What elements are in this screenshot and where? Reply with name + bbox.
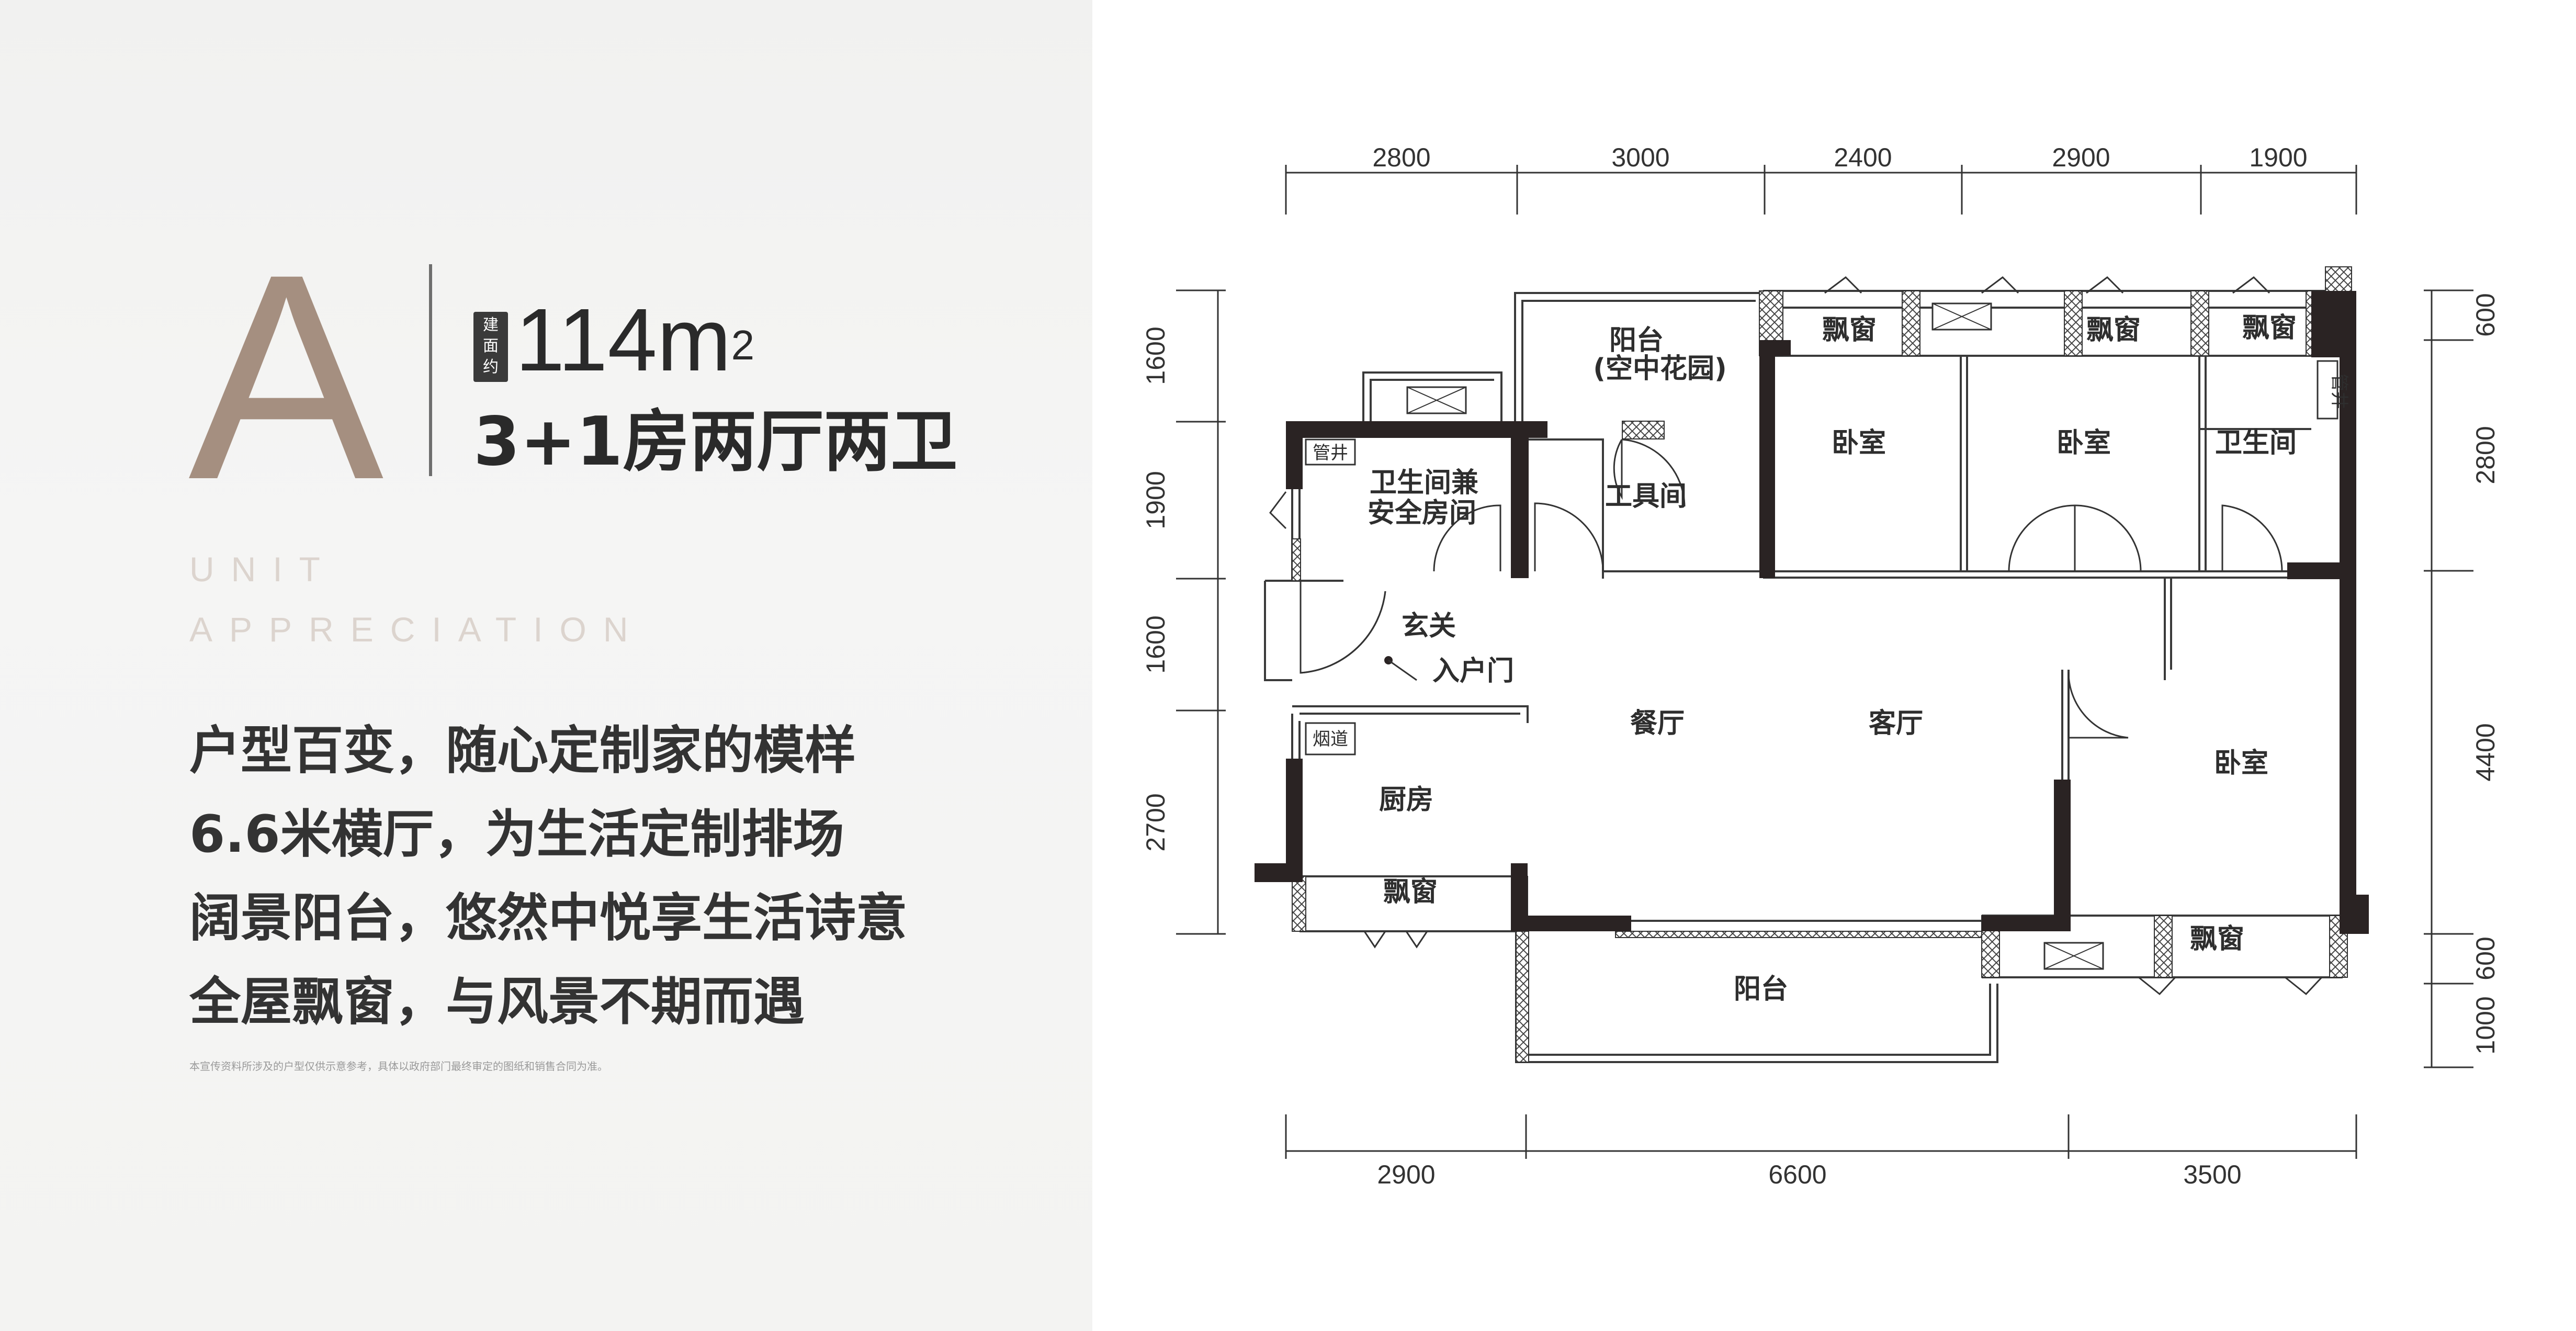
room-dining: 餐厅	[1630, 708, 1685, 739]
ac-units	[1406, 302, 2104, 970]
dim-right: 4400	[2471, 723, 2500, 781]
room-bay-window: 飘窗	[1383, 876, 1438, 908]
area-badge: 建 面 约	[473, 312, 508, 382]
english-heading-2: APPRECIATION	[189, 610, 645, 649]
floor-plan-panel: 2800 3000 2400 2900 1900 2900 6600 3500 …	[1092, 0, 2576, 1331]
area-badge-char: 建	[483, 316, 499, 334]
disclaimer: 本宣传资料所涉及的户型仅供示意参考，具体以政府部门最终审定的图纸和销售合同为准。	[189, 1060, 608, 1073]
room-bay-window: 飘窗	[2242, 312, 2297, 344]
room-bath-safe: 卫生间兼	[1370, 467, 1478, 499]
room-bedroom-1: 卧室	[1832, 427, 1886, 459]
structural-walls	[1255, 291, 2369, 934]
dim-bottom: 2900	[1377, 1160, 1435, 1189]
room-bay-window: 飘窗	[1822, 314, 1877, 346]
dim-left: 2700	[1141, 793, 1170, 851]
dim-left: 1600	[1141, 615, 1170, 673]
feature-line: 全屋飘窗，与风景不期而遇	[189, 972, 805, 1032]
dim-top: 2400	[1834, 143, 1892, 172]
dim-left: 1900	[1141, 471, 1170, 529]
entry-door-pointer	[1388, 659, 1417, 681]
room-bath-safe: 安全房间	[1368, 498, 1476, 529]
dim-left: 1600	[1141, 326, 1170, 385]
feature-list: 户型百变，随心定制家的模样 6.6米横厅，为生活定制排场 阔景阳台，悠然中悦享生…	[189, 709, 907, 1044]
unit-type: 3+1房两厅两卫	[473, 403, 958, 481]
feature-line: 户型百变，随心定制家的模样	[189, 721, 856, 781]
dim-bottom: 3500	[2183, 1160, 2241, 1189]
dim-right: 600	[2471, 293, 2500, 336]
unit-letter: A	[188, 213, 384, 540]
dim-top: 1900	[2249, 143, 2307, 172]
railing-details	[1269, 276, 2323, 996]
area-badge-char: 约	[483, 358, 499, 376]
dimension-lines	[1176, 165, 2473, 1159]
dim-bottom: 6600	[1768, 1160, 1826, 1189]
room-balcony-top: 阳台	[1609, 325, 1664, 356]
floor-plan: 2800 3000 2400 2900 1900 2900 6600 3500 …	[1141, 143, 2500, 1189]
dim-right: 2800	[2471, 426, 2500, 484]
area-number: 114m	[515, 290, 731, 390]
feature-line: 6.6米横厅，为生活定制排场	[189, 805, 844, 864]
room-bedroom-2: 卧室	[2057, 427, 2111, 459]
room-balcony-bottom: 阳台	[1734, 974, 1788, 1005]
dim-right: 1000	[2471, 996, 2500, 1054]
room-entry-door: 入户门	[1432, 656, 1514, 687]
pipe-shaft-label: 管井	[1313, 443, 1348, 464]
room-bay-window: 飘窗	[2086, 314, 2141, 346]
dim-right: 600	[2471, 937, 2500, 980]
shaft-boxes	[1305, 360, 2338, 755]
info-panel: A 建 面 约 114m2 3+1房两厅两卫 UNIT APPRECIATION…	[0, 0, 1092, 1331]
dim-top: 3000	[1611, 143, 1669, 172]
area-badge-char: 面	[483, 337, 499, 355]
area-value: 114m2	[515, 293, 754, 387]
dim-top: 2800	[1372, 143, 1430, 172]
feature-line: 阔景阳台，悠然中悦享生活诗意	[189, 888, 908, 948]
room-kitchen: 厨房	[1379, 784, 1433, 816]
dim-top: 2900	[2052, 143, 2110, 172]
area-unit-sup: 2	[731, 322, 755, 368]
flue-label: 烟道	[1313, 729, 1348, 750]
room-foyer: 玄关	[1402, 611, 1456, 642]
english-heading-1: UNIT	[189, 550, 337, 589]
door-swings	[1300, 438, 2283, 739]
room-bay-window: 飘窗	[2190, 923, 2244, 955]
room-labels: 阳台 (空中花园) 卫生间兼 安全房间 工具间 卧室 卧室 卫生间 飘窗 飘窗 …	[1368, 312, 2297, 1005]
room-tool: 工具间	[1605, 481, 1687, 512]
room-living: 客厅	[1869, 708, 1923, 739]
room-bedroom-3: 卧室	[2214, 748, 2268, 779]
room-balcony-top-sub: (空中花园)	[1593, 353, 1727, 385]
pipe-shaft-right-label: 管井	[2329, 374, 2349, 409]
title-divider	[429, 264, 432, 476]
room-bathroom: 卫生间	[2215, 427, 2297, 459]
